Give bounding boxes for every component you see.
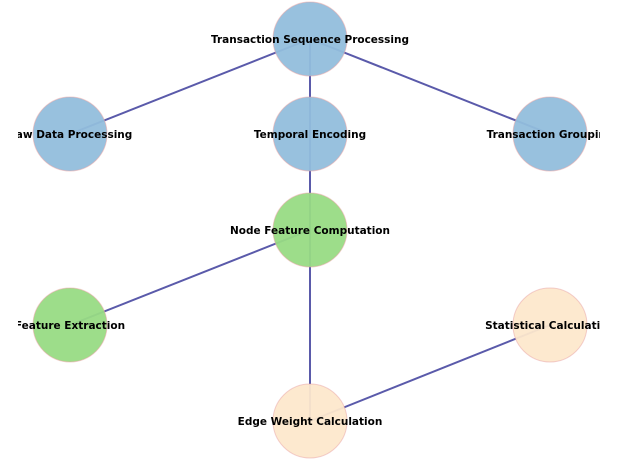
node-label-transaction-sequence-processing: Transaction Sequence Processing bbox=[211, 34, 409, 46]
node-statistical-calculation bbox=[512, 287, 588, 363]
node-node-feature-computation bbox=[272, 192, 348, 268]
edge-node-feature-computation-to-feature-extraction bbox=[69, 229, 311, 326]
node-transaction-sequence-processing bbox=[272, 1, 348, 77]
node-label-temporal-encoding: Temporal Encoding bbox=[254, 129, 366, 141]
node-label-edge-weight-calculation: Edge Weight Calculation bbox=[238, 416, 383, 428]
edge-transaction-sequence-processing-to-transaction-grouping bbox=[309, 38, 551, 135]
nodes-layer bbox=[32, 1, 588, 459]
node-raw-data-processing bbox=[32, 96, 108, 172]
node-feature-extraction bbox=[32, 287, 108, 363]
node-temporal-encoding bbox=[272, 96, 348, 172]
edge-transaction-sequence-processing-to-raw-data-processing bbox=[69, 38, 311, 135]
node-label-node-feature-computation: Node Feature Computation bbox=[230, 225, 390, 237]
node-edge-weight-calculation bbox=[272, 383, 348, 459]
node-transaction-grouping bbox=[512, 96, 588, 172]
edge-edge-weight-calculation-to-statistical-calculation bbox=[309, 324, 551, 422]
node-label-statistical-calculation: Statistical Calculation bbox=[485, 320, 615, 332]
node-label-transaction-grouping: Transaction Grouping bbox=[487, 129, 614, 141]
node-label-raw-data-processing: Raw Data Processing bbox=[8, 129, 133, 141]
node-label-feature-extraction: Feature Extraction bbox=[15, 320, 125, 332]
